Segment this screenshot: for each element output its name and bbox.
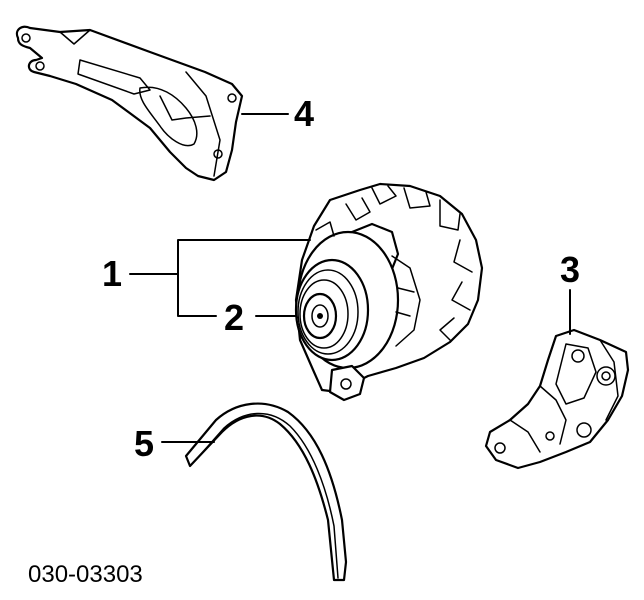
callout-2: 2: [224, 297, 244, 338]
lower-bracket-part: [484, 328, 630, 470]
alternator-part: [294, 182, 484, 402]
leader-line-1: [129, 239, 311, 317]
drive-belt-part: [184, 402, 348, 582]
callout-3: 3: [560, 249, 580, 290]
upper-bracket-part: [15, 25, 244, 182]
part-code: 030-03303: [28, 561, 143, 588]
callout-1: 1: [102, 253, 122, 294]
callout-5: 5: [134, 423, 154, 464]
callout-4: 4: [294, 93, 314, 134]
leader-lines: [129, 113, 571, 443]
